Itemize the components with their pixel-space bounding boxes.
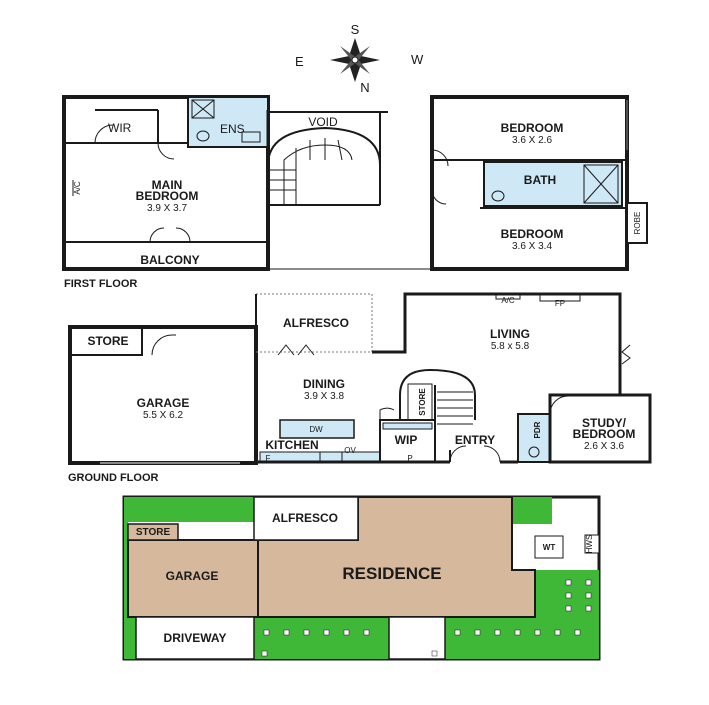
bedroom1-dims: 3.6 X 2.6 <box>512 135 552 146</box>
robe-label: ROBE <box>633 212 642 235</box>
ac-label-gf: A/C <box>501 296 515 305</box>
pdr-label: PDR <box>533 421 542 438</box>
main-bedroom-dims: 3.9 X 3.7 <box>147 203 187 214</box>
study-name2: BEDROOM <box>573 427 636 441</box>
void-label: VOID <box>308 115 338 129</box>
alfresco-label: ALFRESCO <box>283 316 349 330</box>
main-bedroom-name1: MAIN <box>152 178 183 192</box>
fp-label: FP <box>555 299 565 308</box>
wip-label: WIP <box>395 433 418 447</box>
bath-label: BATH <box>524 173 556 187</box>
study-dims: 2.6 X 3.6 <box>584 441 624 452</box>
first-floor-plan <box>62 95 648 271</box>
balcony-label: BALCONY <box>140 253 199 267</box>
main-bedroom-name2: BEDROOM <box>136 189 199 203</box>
site-plan <box>122 495 601 661</box>
ens-label: ENS <box>220 122 245 136</box>
living-dims: 5.8 x 5.8 <box>491 341 530 352</box>
compass-w: W <box>411 52 424 67</box>
site-store-label: STORE <box>136 527 171 538</box>
compass-n: N <box>360 80 369 95</box>
dining-dims: 3.9 X 3.8 <box>304 391 344 402</box>
site-wt-label: WT <box>543 543 556 552</box>
stair-store-label: STORE <box>418 388 427 416</box>
wir-label: WIR <box>108 121 132 135</box>
garage-dims: 5.5 X 6.2 <box>143 410 183 421</box>
pantry-label: P <box>407 454 412 463</box>
store-label: STORE <box>87 334 128 348</box>
site-residence-label: RESIDENCE <box>342 564 441 583</box>
fridge-label: F <box>266 454 271 463</box>
dw-label: DW <box>309 425 323 434</box>
site-garage-label: GARAGE <box>166 569 219 583</box>
ac-label-ff: A/C <box>73 181 82 195</box>
site-driveway-label: DRIVEWAY <box>164 631 227 645</box>
study-name1: STUDY/ <box>582 416 627 430</box>
site-alfresco-label: ALFRESCO <box>272 511 338 525</box>
compass-s: S <box>351 22 360 37</box>
compass-e: E <box>295 54 304 69</box>
bedroom1-name: BEDROOM <box>501 121 564 135</box>
garage-name: GARAGE <box>137 396 190 410</box>
living-name: LIVING <box>490 327 530 341</box>
bedroom2-name: BEDROOM <box>501 227 564 241</box>
ov-label: OV <box>344 446 356 455</box>
dining-name: DINING <box>303 377 345 391</box>
compass-rose-icon <box>330 38 380 82</box>
ground-floor-title: GROUND FLOOR <box>68 472 158 484</box>
first-floor-title: FIRST FLOOR <box>64 278 137 290</box>
bedroom2-dims: 3.6 X 3.4 <box>512 241 552 252</box>
ground-floor-plan <box>68 292 652 465</box>
kitchen-label: KITCHEN <box>265 438 318 452</box>
entry-label: ENTRY <box>455 433 495 447</box>
site-hws-label: HWS <box>585 535 594 554</box>
